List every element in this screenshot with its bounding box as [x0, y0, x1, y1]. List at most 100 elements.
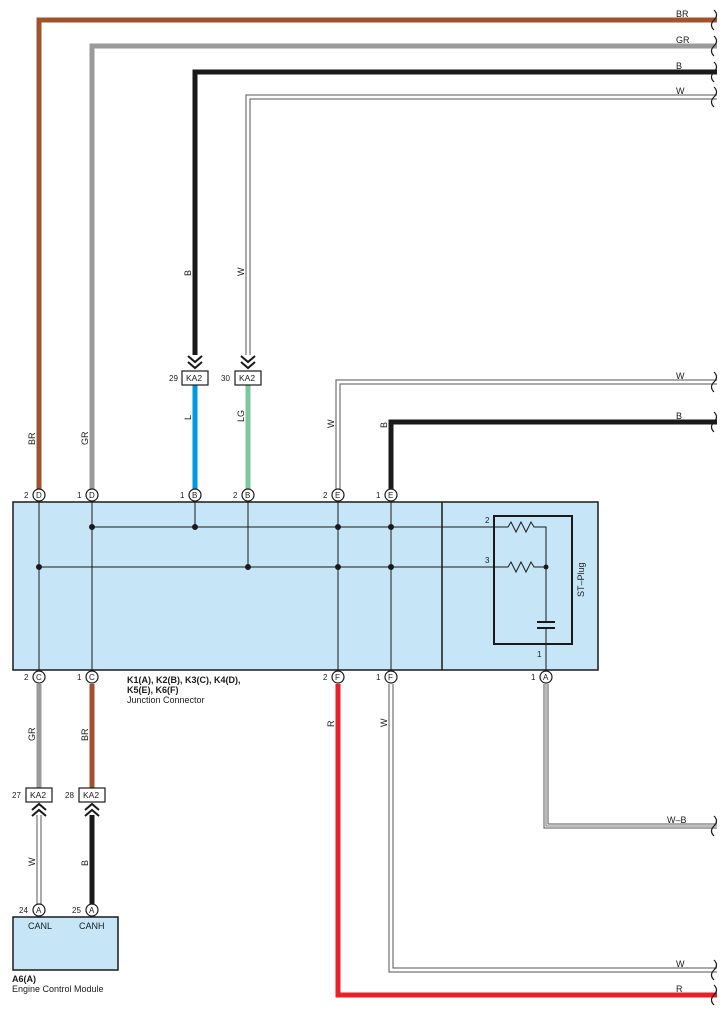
ecm-box [12, 916, 119, 971]
stplug-pin-1: 1 [537, 650, 542, 659]
label-b-mid: B [676, 411, 682, 421]
ecm-canh: CANH [79, 921, 105, 931]
ecm-canl: CANL [28, 921, 52, 931]
svg-text:A: A [36, 906, 42, 915]
svg-text:2: 2 [323, 673, 328, 682]
svg-text:B: B [192, 491, 197, 500]
resistor-icon [505, 520, 547, 567]
ecm-name: Engine Control Module [12, 984, 104, 994]
wire-r-low [335, 684, 717, 998]
vlabel-b-mid: B [379, 422, 389, 428]
junction-codes-line2: K5(E), K6(F) [127, 685, 179, 695]
svg-text:2: 2 [233, 491, 238, 500]
pin-ecm-24A: A 24 [19, 903, 46, 917]
svg-text:1: 1 [77, 673, 82, 682]
resistor-icon [505, 560, 546, 574]
connector-ka2-29: KA2 29 [169, 355, 209, 386]
vlabel-w-upper: W [236, 267, 246, 276]
label-gr-top: GR [676, 35, 690, 45]
label-w-mid: W [676, 371, 685, 381]
connector-ka2-28: KA2 28 [65, 787, 106, 817]
vlabel-lg: LG [236, 410, 246, 422]
double-chevron-icon [31, 802, 47, 817]
wire-b-upper [192, 69, 717, 355]
pin-bottom-2F: F 2 [323, 670, 345, 684]
svg-text:D: D [89, 491, 95, 500]
svg-text:A: A [89, 906, 95, 915]
svg-text:2: 2 [24, 491, 29, 500]
junction-name: Junction Connector [127, 695, 205, 705]
label-r-bot: R [676, 984, 683, 994]
svg-text:30: 30 [221, 374, 230, 383]
svg-text:D: D [36, 491, 42, 500]
connector-ka2-27: KA2 27 [12, 787, 53, 817]
vlabel-w-mid: W [326, 419, 336, 428]
svg-text:1: 1 [376, 491, 381, 500]
svg-text:KA2: KA2 [186, 373, 202, 383]
wire-gr-top [89, 43, 717, 490]
vlabel-b-upper: B [183, 270, 193, 276]
svg-text:KA2: KA2 [239, 373, 255, 383]
wire-w-mid [335, 379, 717, 490]
stplug-label: ST–Plug [576, 562, 586, 597]
wire-br-top [36, 17, 717, 490]
svg-text:C: C [36, 673, 42, 682]
pin-bottom-1A: A 1 [531, 670, 553, 684]
vlabel-w-ecm: W [27, 857, 37, 866]
pin-ecm-25A: A 25 [72, 903, 99, 917]
svg-text:A: A [543, 673, 549, 682]
junction-codes-line1: K1(A), K2(B), K3(C), K4(D), [127, 675, 241, 685]
label-w-top: W [676, 86, 685, 96]
svg-text:24: 24 [19, 906, 28, 915]
label-b-top: B [676, 61, 682, 71]
svg-text:KA2: KA2 [30, 790, 46, 800]
pin-top-1D: D 1 [77, 488, 99, 502]
vlabel-gr-low: GR [27, 727, 37, 741]
label-br-top: BR [676, 9, 689, 19]
svg-text:1: 1 [531, 673, 536, 682]
wire-b-mid [388, 419, 717, 490]
junction-internal-lines [36, 502, 505, 670]
wire-w-upper [245, 94, 717, 355]
vlabel-r-low: R [326, 720, 336, 727]
svg-text:E: E [335, 491, 340, 500]
double-chevron-icon [187, 355, 203, 370]
svg-text:2: 2 [24, 673, 29, 682]
stplug-pin-2: 2 [485, 516, 490, 525]
svg-text:29: 29 [169, 374, 178, 383]
pin-bottom-2C: C 2 [24, 670, 46, 684]
vlabel-gr-top: GR [80, 431, 90, 445]
svg-text:2: 2 [323, 491, 328, 500]
svg-text:E: E [388, 491, 393, 500]
svg-text:1: 1 [77, 491, 82, 500]
svg-text:F: F [388, 673, 393, 682]
wire-wb [543, 684, 717, 829]
vlabel-br-low: BR [80, 728, 90, 741]
vlabel-l: L [183, 415, 193, 420]
junction-connector-box [12, 501, 599, 671]
stplug-pin-3: 3 [485, 556, 490, 565]
ecm-code: A6(A) [12, 974, 36, 984]
label-wb: W–B [667, 815, 687, 825]
svg-text:1: 1 [376, 673, 381, 682]
pin-top-2B: B 2 [233, 488, 255, 502]
svg-text:28: 28 [65, 791, 74, 800]
svg-text:B: B [245, 491, 250, 500]
svg-text:KA2: KA2 [83, 790, 99, 800]
svg-text:1: 1 [180, 491, 185, 500]
svg-text:27: 27 [12, 791, 21, 800]
vlabel-b-ecm: B [80, 860, 90, 866]
svg-text:25: 25 [72, 906, 81, 915]
double-chevron-icon [84, 802, 100, 817]
pin-top-2E: E 2 [323, 488, 345, 502]
svg-text:C: C [89, 673, 95, 682]
st-plug: 2 3 1 ST–Plug [485, 515, 586, 670]
pin-top-1E: E 1 [376, 488, 398, 502]
svg-text:F: F [335, 673, 340, 682]
vlabel-w-low: W [379, 718, 389, 727]
pin-bottom-1C: C 1 [77, 670, 99, 684]
double-chevron-icon [240, 355, 256, 370]
vlabel-br-top: BR [27, 432, 37, 445]
label-w-bot: W [676, 959, 685, 969]
